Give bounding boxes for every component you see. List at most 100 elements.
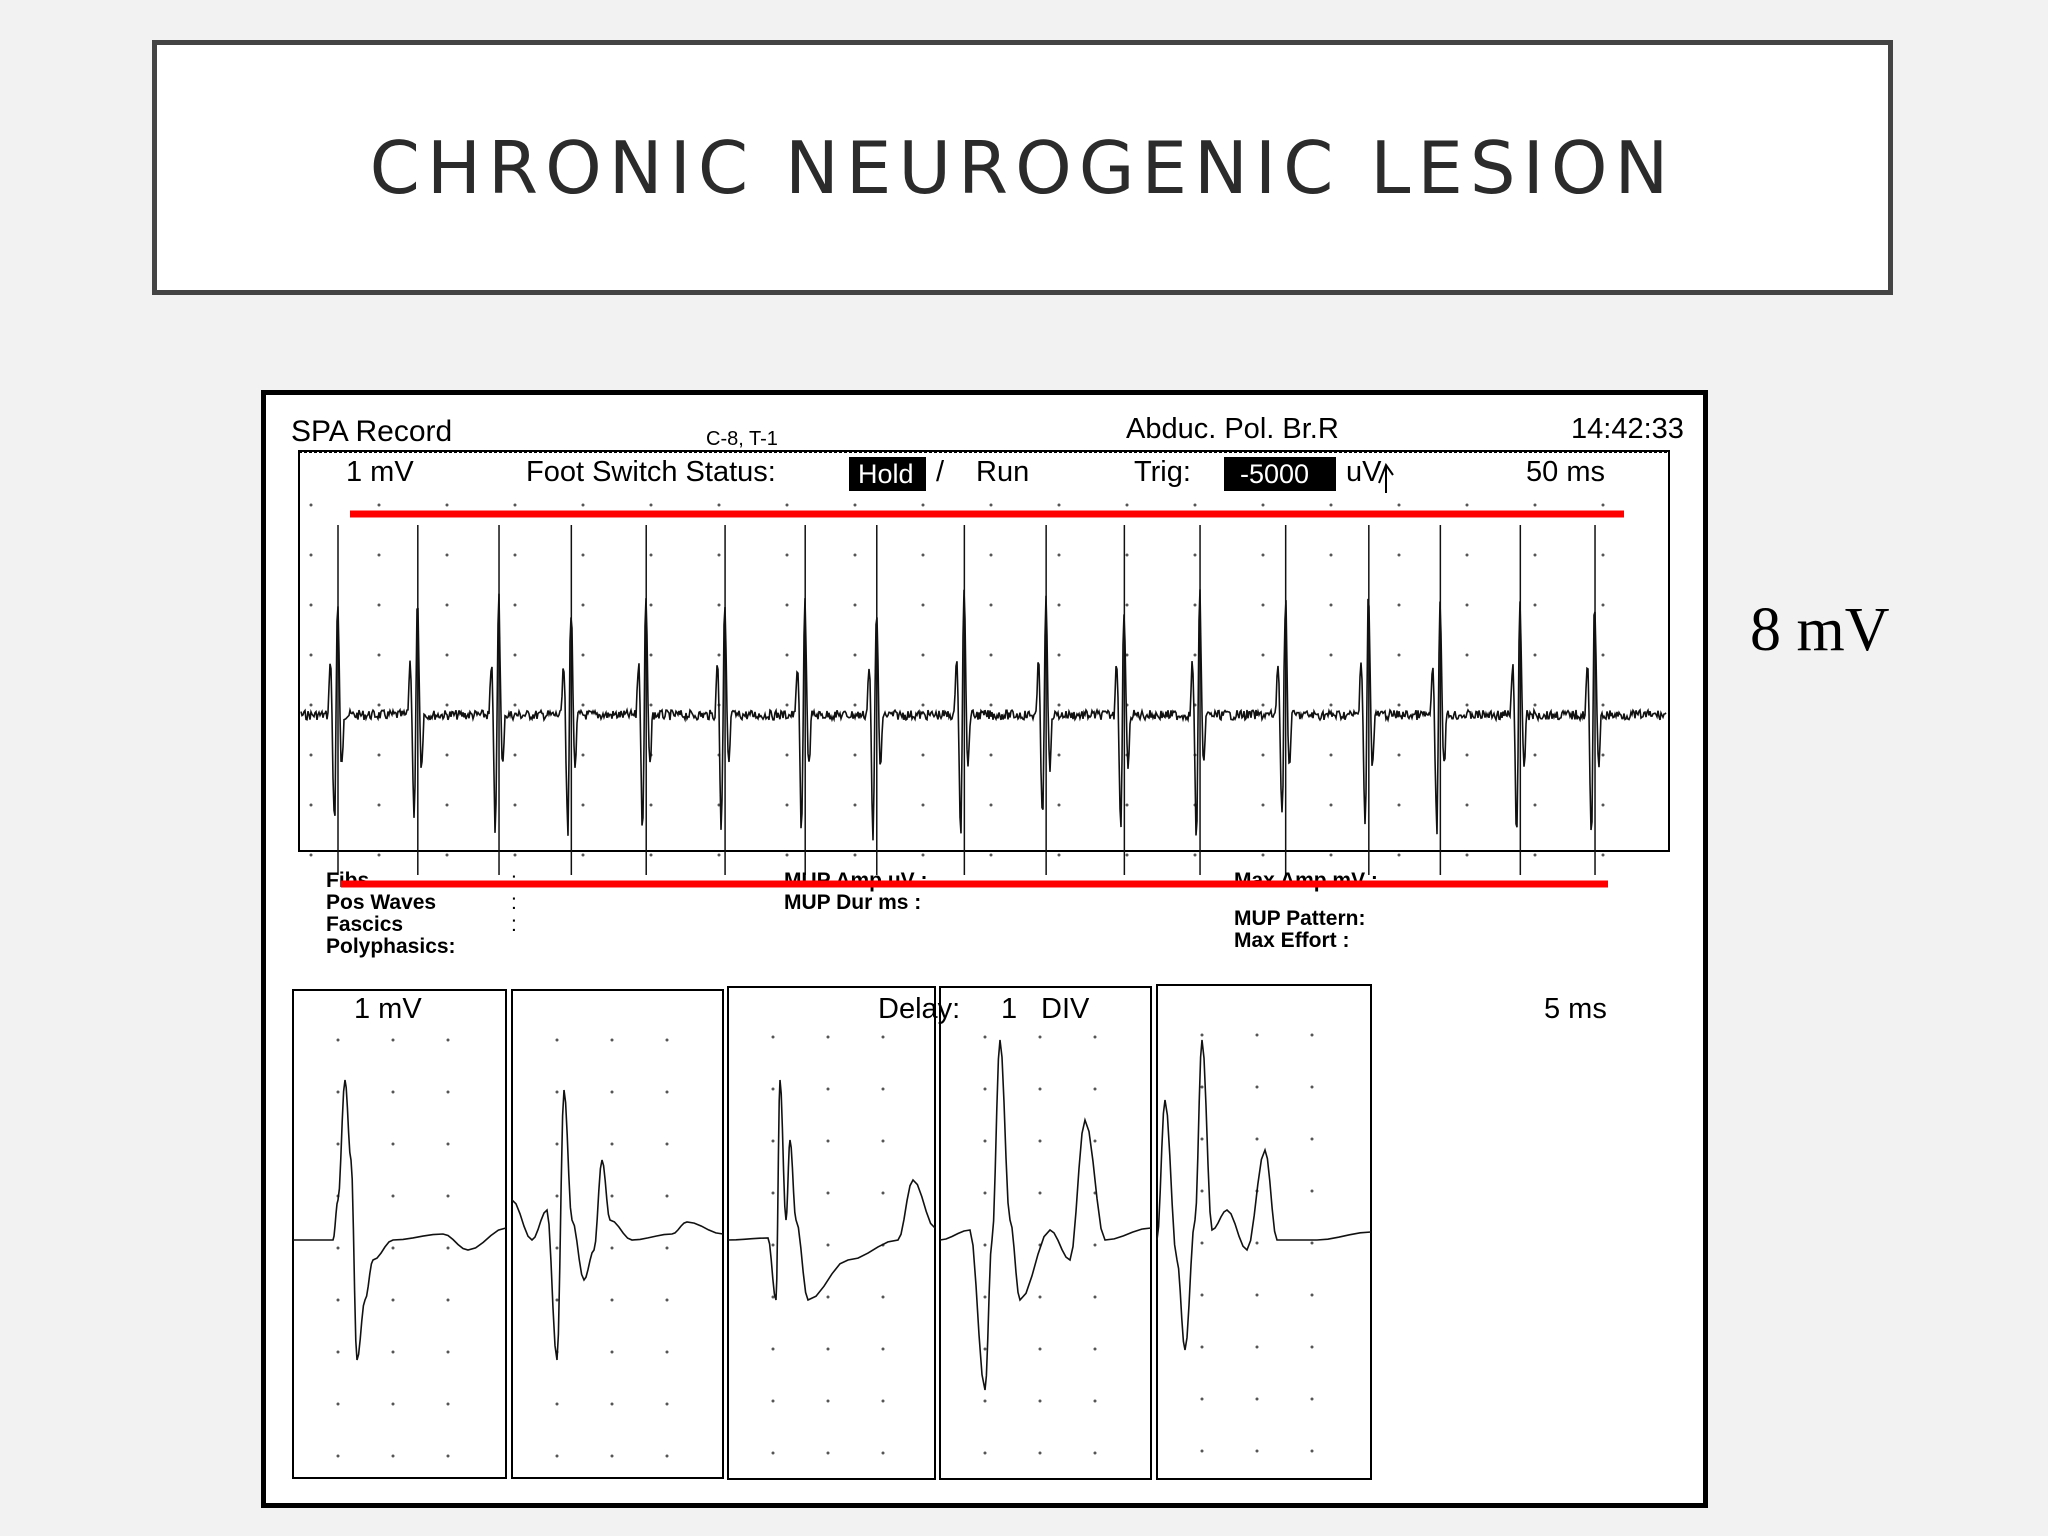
grid-dot [881,1295,885,1299]
grid-dot [717,853,721,857]
grid-dot [1057,553,1061,557]
grid-dot [446,1194,450,1198]
grid-dot [581,803,585,807]
grid-dot [853,703,857,707]
grid-dot [1465,653,1469,657]
grid-dot [785,603,789,607]
raw-trace-panel: 1 mV Foot Switch Status: Hold / Run Trig… [298,450,1670,958]
grid-dot [309,753,313,757]
raw-grid [309,503,1605,875]
grid-dot [983,1451,987,1455]
grid-dot [309,553,313,557]
delay-value: 1 [1001,993,1017,1025]
grid-dot [1465,853,1469,857]
mup-panel-frame [939,986,1152,1480]
grid-dot [717,603,721,607]
grid-dot [513,803,517,807]
grid-dot [649,653,653,657]
grid-dot [665,1142,669,1146]
grid-dot [581,853,585,857]
grid-dot [1255,1345,1259,1349]
grid-dot [610,1454,614,1458]
grid-dot [989,553,993,557]
grid-dot [717,553,721,557]
grid-dot [1200,1189,1204,1193]
hold-label: Hold [858,459,914,489]
grid-dot [1038,1139,1042,1143]
grid-dot [1125,503,1129,507]
grid-dot [649,503,653,507]
grid-dot [1261,603,1265,607]
grid-dot [826,1347,830,1351]
grid-dot [555,1194,559,1198]
grid-dot [513,553,517,557]
grid-dot [771,1399,775,1403]
grid-dot [581,603,585,607]
grid-dot [989,603,993,607]
grid-dot [989,803,993,807]
grid-dot [1200,1345,1204,1349]
pos-waves-field: Pos Waves [326,891,436,914]
grid-dot [1038,1451,1042,1455]
slide-title: CHRONIC NEUROGENIC LESION [369,125,1676,210]
grid-dot [581,503,585,507]
grid-dot [1261,703,1265,707]
grid-dot [513,753,517,757]
grid-dot [1310,1033,1314,1037]
sensitivity-label: 1 mV [346,456,414,488]
grid-dot [1601,603,1605,607]
trig-label: Trig: [1134,456,1191,488]
grid-dot [1261,753,1265,757]
grid-dot [881,1399,885,1403]
grid-dot [853,753,857,757]
grid-dot [1601,853,1605,857]
grid-dot [983,1087,987,1091]
grid-dot [1329,703,1333,707]
max-effort-field: Max Effort : [1234,929,1350,952]
grid-dot [853,853,857,857]
grid-dot [921,653,925,657]
grid-dot [1397,603,1401,607]
grid-dot [665,1090,669,1094]
grid-dot [1329,553,1333,557]
trig-value: -5000 [1240,459,1309,489]
grid-dot [445,703,449,707]
grid-dot [1310,1189,1314,1193]
grid-dot [1193,653,1197,657]
grid-dot [1329,603,1333,607]
grid-dot [513,603,517,607]
grid-dot [391,1246,395,1250]
grid-dot [377,603,381,607]
run-label: Run [976,456,1029,488]
grid-dot [445,603,449,607]
grid-dot [446,1350,450,1354]
grid-dot [1397,853,1401,857]
grid-dot [581,703,585,707]
grid-dot [1533,753,1537,757]
grid-dot [445,503,449,507]
grid-dot [1533,653,1537,657]
grid-dot [649,603,653,607]
grid-dot [1255,1085,1259,1089]
grid-dot [983,1347,987,1351]
grid-dot [309,703,313,707]
grid-dot [853,653,857,657]
grid-dot [1397,803,1401,807]
grid-dot [1125,803,1129,807]
grid-dot [989,653,993,657]
grid-dot [921,803,925,807]
grid-dot [446,1246,450,1250]
grid-dot [1533,853,1537,857]
grid-dot [1601,553,1605,557]
mup-panel-frame [292,989,507,1479]
grid-dot [1057,853,1061,857]
grid-dot [1057,703,1061,707]
grid-dot [555,1454,559,1458]
grid-dot [336,1298,340,1302]
grid-dot [336,1350,340,1354]
grid-dot [446,1142,450,1146]
grid-dot [1310,1241,1314,1245]
grid-dot [446,1298,450,1302]
grid-dot [555,1298,559,1302]
grid-dot [1200,1397,1204,1401]
